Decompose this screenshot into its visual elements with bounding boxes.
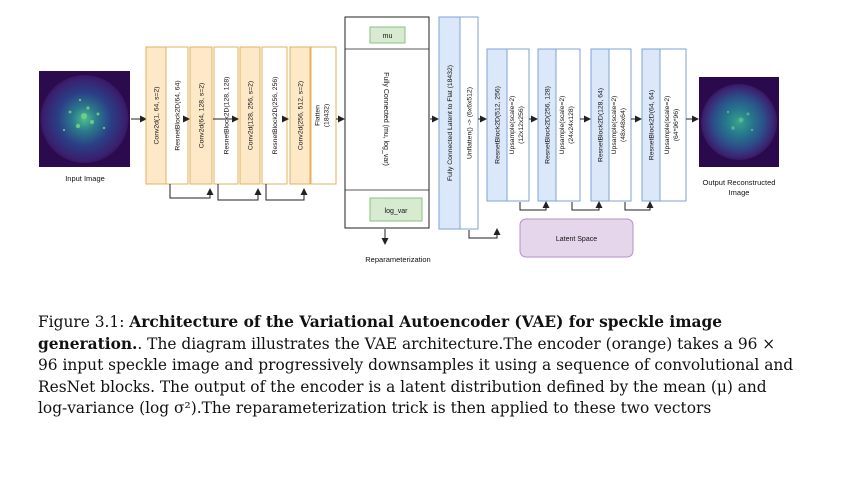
mu-label: mu bbox=[383, 33, 393, 40]
block-res1: ResnetBlock2D(64, 64) bbox=[165, 46, 189, 185]
block-sublabel-flatten: (18432) bbox=[324, 104, 331, 127]
reparameterization-label: Reparameterization bbox=[365, 255, 430, 264]
output-image-label-line1: Output Reconstructed bbox=[703, 178, 776, 187]
block-label-up1: Upsample(scale=2) bbox=[509, 96, 516, 155]
block-label-res3: ResnetBlock2D(256, 256) bbox=[272, 77, 279, 155]
output-image bbox=[699, 77, 779, 167]
block-label-conv2: Conv2d(64, 128, s=2) bbox=[199, 83, 206, 149]
block-label-up3: Upsample(scale=2) bbox=[611, 96, 618, 155]
block-up4: Upsample(scale=2)(64*96*96) bbox=[659, 48, 687, 202]
figure-caption: Figure 3.1: Architecture of the Variatio… bbox=[38, 312, 798, 420]
fc-mu-logvar-label: Fully Connected (mu, log_var) bbox=[382, 72, 389, 166]
block-label-conv3: Conv2d(128, 256, s=2) bbox=[248, 81, 255, 150]
block-label-dres3: ResnetBlock2D(128, 64) bbox=[598, 88, 605, 162]
block-label-flatten: Flatten bbox=[315, 105, 322, 126]
latent-space-box: Latent Space bbox=[519, 218, 634, 258]
decoder-blocks: Fully Connected Latent to Flat (18432) Un… bbox=[438, 16, 687, 230]
mu-box bbox=[369, 26, 406, 44]
block-sublabel-up2: (24x24x128) bbox=[568, 106, 575, 144]
input-image-label: Input Image bbox=[65, 174, 105, 183]
input-image bbox=[39, 71, 130, 167]
block-sublabel-up3: (48x48x64) bbox=[620, 108, 627, 142]
block-fc_flat: Fully Connected Latent to Flat (18432) bbox=[438, 16, 461, 230]
block-sublabel-up1: (12x12x256) bbox=[518, 106, 525, 144]
block-label-res1: ResnetBlock2D(64, 64) bbox=[175, 80, 182, 150]
block-label-fc_flat: Fully Connected Latent to Flat (18432) bbox=[447, 65, 454, 181]
block-label-up4: Upsample(scale=2) bbox=[664, 96, 671, 155]
block-up1: Upsample(scale=2)(12x12x256) bbox=[506, 48, 530, 202]
block-conv3: Conv2d(128, 256, s=2) bbox=[239, 46, 261, 185]
block-up2: Upsample(scale=2)(24x24x128) bbox=[555, 48, 581, 202]
block-label-res2: ResnetBlock2D(128, 128) bbox=[224, 77, 231, 155]
block-dres1: ResnetBlock2D(512, 256) bbox=[486, 48, 508, 202]
block-label-conv1: Conv2d(1, 64, s=2) bbox=[154, 87, 161, 145]
block-res2: ResnetBlock2D(128, 128) bbox=[213, 46, 239, 185]
block-up3: Upsample(scale=2)(48x48x64) bbox=[608, 48, 632, 202]
block-unflatten: Unflatten() -> (6x6x512) bbox=[459, 16, 479, 230]
block-conv2: Conv2d(64, 128, s=2) bbox=[189, 46, 213, 185]
block-label-up2: Upsample(scale=2) bbox=[559, 96, 566, 155]
block-label-conv4: Conv2d(256, 512, s=2) bbox=[298, 81, 305, 150]
caption-title: Architecture of the Variational Autoenco… bbox=[38, 313, 723, 353]
output-image-label-line2: Image bbox=[729, 188, 750, 197]
caption-prefix: Figure 3.1: bbox=[38, 313, 130, 331]
block-label-dres2: ResnetBlock2D(256, 128) bbox=[545, 86, 552, 164]
caption-body: . The diagram illustrates the VAE archit… bbox=[38, 334, 794, 418]
latent-fc-block: mu Fully Connected (mu, log_var) log_var bbox=[344, 16, 430, 229]
block-label-unflatten: Unflatten() -> (6x6x512) bbox=[467, 87, 474, 159]
log-var-label: log_var bbox=[385, 208, 409, 215]
block-conv4: Conv2d(256, 512, s=2) bbox=[289, 46, 311, 185]
block-dres2: ResnetBlock2D(256, 128) bbox=[537, 48, 557, 202]
latent-space-label: Latent Space bbox=[556, 236, 597, 243]
block-label-dres1: ResnetBlock2D(512, 256) bbox=[495, 86, 502, 164]
block-dres4: ResnetBlock2D(64, 64) bbox=[641, 48, 661, 202]
block-dres3: ResnetBlock2D(128, 64) bbox=[590, 48, 610, 202]
block-flatten: Flatten(18432) bbox=[310, 46, 337, 185]
vae-architecture-diagram: Input Image Conv2d(1, 64, s=2) ResnetBloc… bbox=[39, 16, 779, 264]
block-res3: ResnetBlock2D(256, 256) bbox=[261, 46, 288, 185]
log-var-box bbox=[369, 197, 423, 222]
block-sublabel-up4: (64*96*96) bbox=[673, 109, 680, 142]
block-label-dres4: ResnetBlock2D(64, 64) bbox=[649, 90, 656, 160]
block-conv1: Conv2d(1, 64, s=2) bbox=[145, 46, 167, 185]
encoder-blocks: Conv2d(1, 64, s=2) ResnetBlock2D(64, 64) C… bbox=[145, 46, 337, 185]
